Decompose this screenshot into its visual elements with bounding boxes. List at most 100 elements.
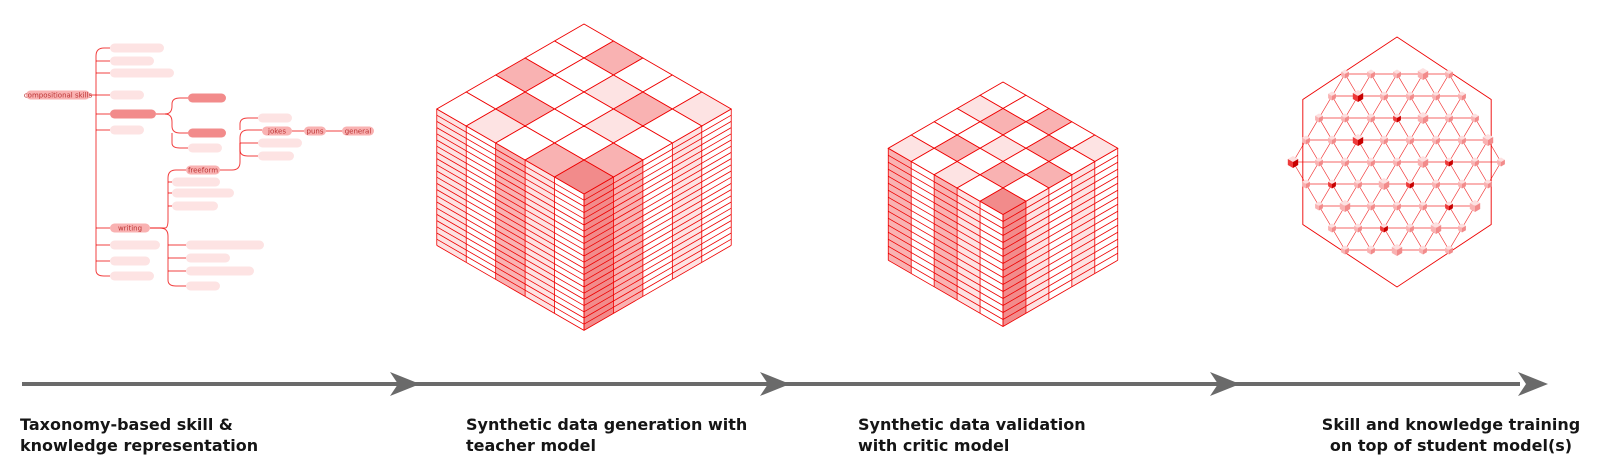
stage-label-generation: Synthetic data generation with teacher m… <box>466 415 748 455</box>
tree-node-freeform-label: freeform <box>188 167 218 175</box>
network-edge <box>1318 161 1333 185</box>
network-edge <box>1396 161 1411 185</box>
cube-left <box>1341 247 1345 255</box>
tree-node-root-label: compositional skills <box>24 92 93 100</box>
tree-branch <box>239 117 258 130</box>
cube-right <box>1384 225 1388 233</box>
network-edge <box>1331 139 1346 163</box>
network-edge <box>1448 205 1463 229</box>
network-edge <box>1396 95 1411 119</box>
network-edge <box>1461 117 1476 141</box>
cube-right <box>1319 159 1323 167</box>
tree-leaf-label: jokes <box>267 128 286 136</box>
cube-right <box>1423 159 1429 168</box>
cube-right <box>1462 137 1466 145</box>
cube-left <box>1367 247 1371 255</box>
cube-left <box>1352 137 1358 146</box>
cube-left <box>1391 247 1397 256</box>
network-edge <box>1461 161 1476 185</box>
tree-leaf-label: puns <box>307 128 324 136</box>
cube-left <box>1419 247 1423 255</box>
network-edge <box>1357 227 1372 251</box>
cube-right <box>1332 181 1336 189</box>
network-edge <box>1383 73 1398 97</box>
stack-top-cell <box>979 187 1027 216</box>
cube-right <box>1358 93 1364 102</box>
network-edge <box>1383 117 1398 141</box>
tree-branch <box>95 47 110 95</box>
cube-left <box>1458 225 1462 233</box>
cube-right <box>1436 225 1442 234</box>
network-edge <box>1318 117 1333 141</box>
critic-data-stack <box>887 81 1119 327</box>
timeline-arrowhead <box>390 372 420 396</box>
cube-right <box>1332 225 1336 233</box>
network-edge <box>1370 117 1385 141</box>
cube-left <box>1482 137 1488 146</box>
cube-left <box>1445 247 1449 255</box>
cube-left <box>1419 203 1423 211</box>
cube-left <box>1287 159 1293 168</box>
cube-right <box>1371 203 1375 211</box>
cube-right <box>1384 137 1388 145</box>
network-edge <box>1448 227 1463 251</box>
network-edge <box>1305 117 1320 141</box>
network-edge <box>1435 117 1450 141</box>
cube-left <box>1341 115 1345 123</box>
cube-left <box>1302 137 1306 145</box>
cube-left <box>1406 181 1410 189</box>
cube-left <box>1417 159 1423 168</box>
network-edge <box>1318 139 1333 163</box>
cube-left <box>1393 159 1397 167</box>
hexagon-outline <box>1302 36 1492 288</box>
cube-left <box>1469 203 1475 212</box>
cube-right <box>1462 225 1466 233</box>
network-edge <box>1370 227 1385 251</box>
cube-right <box>1449 115 1453 123</box>
cube-right <box>1449 203 1453 211</box>
cube-right <box>1345 203 1351 212</box>
cube-left <box>1406 225 1410 233</box>
tree-node <box>110 68 174 78</box>
cube-left <box>1328 93 1332 101</box>
cube-left <box>1339 203 1345 212</box>
tree-node <box>110 240 160 250</box>
tree-node <box>110 56 154 66</box>
cube-left <box>1315 115 1319 123</box>
tree-node <box>172 177 220 187</box>
timeline-arrowhead <box>760 372 790 396</box>
tree-node-writing-label: writing <box>118 225 142 233</box>
cube-right <box>1410 181 1414 189</box>
network-edge <box>1396 183 1411 207</box>
cube-left <box>1354 181 1358 189</box>
tree-node <box>258 138 302 148</box>
network-edge <box>1344 227 1359 251</box>
cube-left <box>1367 159 1371 167</box>
network-edge <box>1396 73 1411 97</box>
cube-left <box>1430 225 1436 234</box>
network-edge <box>1435 73 1450 97</box>
network-edge <box>1305 183 1320 207</box>
timeline-arrowhead <box>1210 372 1240 396</box>
network-edge <box>1383 95 1398 119</box>
network-edge <box>1357 161 1372 185</box>
tree-node-leaf <box>342 126 374 136</box>
tree-node-leaf <box>304 126 326 136</box>
tree-branch <box>239 143 258 157</box>
cube-right <box>1358 181 1362 189</box>
cube-right <box>1371 71 1375 79</box>
network-edge <box>1370 95 1385 119</box>
cube-left <box>1432 181 1436 189</box>
cube-right <box>1384 93 1388 101</box>
cube-left <box>1471 115 1475 123</box>
tree-node <box>188 143 222 153</box>
network-edge <box>1409 227 1424 251</box>
network-edge <box>1305 139 1320 163</box>
cube-right <box>1410 93 1414 101</box>
network-edge <box>1409 183 1424 207</box>
cube-left <box>1328 137 1332 145</box>
network-edge <box>1396 139 1411 163</box>
cube-right <box>1306 137 1310 145</box>
cube-right <box>1358 137 1364 146</box>
